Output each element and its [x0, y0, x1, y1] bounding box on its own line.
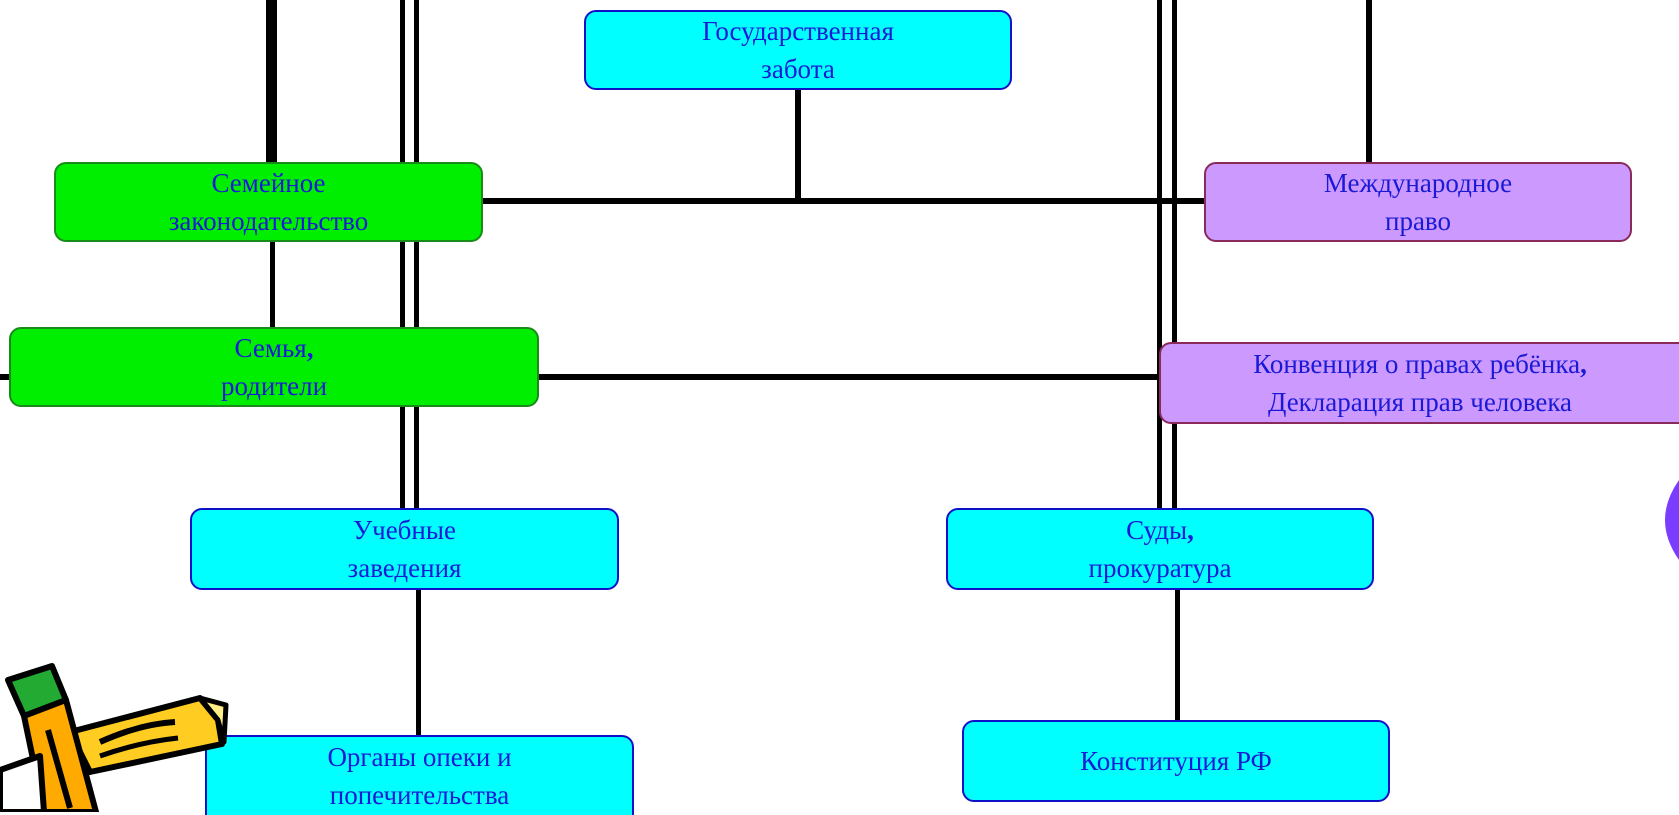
node-schools: Учебные заведения — [190, 508, 619, 590]
node-constitution: Конституция РФ — [962, 720, 1390, 802]
connector-horizontal-upper — [482, 198, 1206, 204]
node-family-parents-line1: Семья — [234, 333, 307, 363]
connector-left-thin — [270, 240, 275, 328]
node-courts-line2: прокуратура — [1088, 553, 1232, 583]
node-family-law-label: Семейное законодательство — [168, 168, 369, 236]
connector-right-top — [1366, 0, 1372, 165]
connector-courts-constitution — [1175, 590, 1180, 722]
node-guardianship: Органы опеки и попечительства — [205, 735, 634, 815]
node-courts-line1: Суды — [1126, 515, 1188, 545]
node-convention-text: Конвенция о правах ребёнка, Декларация п… — [1253, 345, 1587, 421]
node-state-care-label: Государственная забота — [702, 16, 894, 84]
connector-left-thick — [266, 0, 277, 165]
connector-horizontal-lower — [0, 374, 1160, 380]
connector-double-right-a — [1157, 0, 1162, 510]
node-courts-text: Суды, прокуратура — [1089, 511, 1232, 587]
connector-state-care-stem — [795, 90, 801, 200]
node-convention-line2: Декларация прав человека — [1267, 387, 1573, 417]
node-convention: Конвенция о правах ребёнка, Декларация п… — [1159, 342, 1679, 424]
connector-schools-guardianship — [416, 590, 421, 737]
node-family-parents-line2: родители — [220, 371, 328, 401]
node-international-law: Международное право — [1204, 162, 1632, 242]
node-courts-comma: , — [1187, 515, 1194, 545]
node-family-parents-comma: , — [306, 333, 314, 363]
connector-double-right-b — [1172, 0, 1177, 510]
node-international-law-label: Международное право — [1323, 168, 1513, 236]
connector-double-left-a — [400, 0, 405, 510]
node-constitution-label: Конституция РФ — [1080, 746, 1272, 776]
purple-shape-icon — [1665, 480, 1679, 560]
connector-double-left-b — [414, 0, 419, 510]
node-courts: Суды, прокуратура — [946, 508, 1374, 590]
node-guardianship-label: Органы опеки и попечительства — [327, 742, 512, 810]
node-convention-comma: , — [1580, 349, 1587, 379]
node-convention-line1: Конвенция о правах ребёнка — [1253, 349, 1581, 379]
node-family-parents-text: Семья, родители — [221, 329, 327, 405]
node-family-law: Семейное законодательство — [54, 162, 483, 242]
node-family-parents: Семья, родители — [9, 327, 539, 407]
node-state-care: Государственная забота — [584, 10, 1012, 90]
pencil-eraser-icon — [0, 663, 229, 812]
node-schools-label: Учебные заведения — [347, 515, 462, 583]
